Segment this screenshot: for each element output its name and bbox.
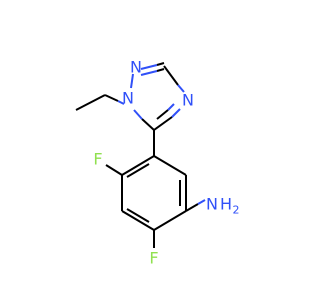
- bond-n4-c5-black: [153, 116, 173, 131]
- bond-c4-c5: [121, 210, 155, 231]
- atom-n2-label: N: [130, 58, 142, 77]
- bond-inner-c4-c5: [126, 208, 150, 223]
- bond-c3-nh2-blue: [197, 199, 206, 205]
- atom-labels: N N N F F N H 2: [93, 58, 239, 268]
- atom-nh2-n-label: N: [206, 195, 218, 214]
- bond-n1-n2: [130, 73, 134, 89]
- bond-n2-c3-blue-inner: [140, 70, 158, 76]
- bond-c1-c2: [153, 155, 187, 176]
- bond-n2-c3-black-inner: [156, 68, 165, 72]
- bond-n2-c3-black: [156, 62, 165, 66]
- bond-n4-c5-black-inner: [156, 109, 169, 120]
- molecule-structure: N N N F F N H 2: [0, 0, 300, 300]
- bond-c3-n4-blue: [177, 84, 185, 93]
- bond-c6-c1: [121, 155, 155, 176]
- atom-f-lower-label: F: [149, 249, 158, 268]
- bond-c5-n1-blue: [133, 109, 143, 120]
- atom-n4-label: N: [182, 91, 194, 110]
- atom-f-upper-label: F: [93, 150, 102, 169]
- bond-inner-c6-c1: [126, 163, 150, 178]
- bond-n2-c3-blue: [140, 64, 158, 70]
- bond-ethyl-ch3-ch2: [75, 94, 106, 111]
- atom-nh2-h-label: H: [220, 195, 232, 214]
- bond-n4-c5-blue-inner: [167, 103, 175, 111]
- bond-ethyl-ch2-n1-black: [104, 94, 119, 102]
- atom-nh2-subscript-label: 2: [233, 204, 240, 217]
- atom-n1-label: N: [122, 89, 134, 108]
- bond-c3-n4-black: [163, 65, 179, 86]
- canvas-background: [0, 0, 300, 300]
- bonds: [75, 62, 206, 248]
- bond-c6-f-upper: [105, 164, 123, 176]
- bond-c5-n1-black: [141, 118, 155, 131]
- bond-c3-c4: [153, 210, 187, 231]
- bond-ethyl-ch2-n1-blue: [117, 100, 125, 105]
- bond-n4-c5-blue: [171, 108, 181, 118]
- bond-c3-nh2-black: [185, 203, 199, 212]
